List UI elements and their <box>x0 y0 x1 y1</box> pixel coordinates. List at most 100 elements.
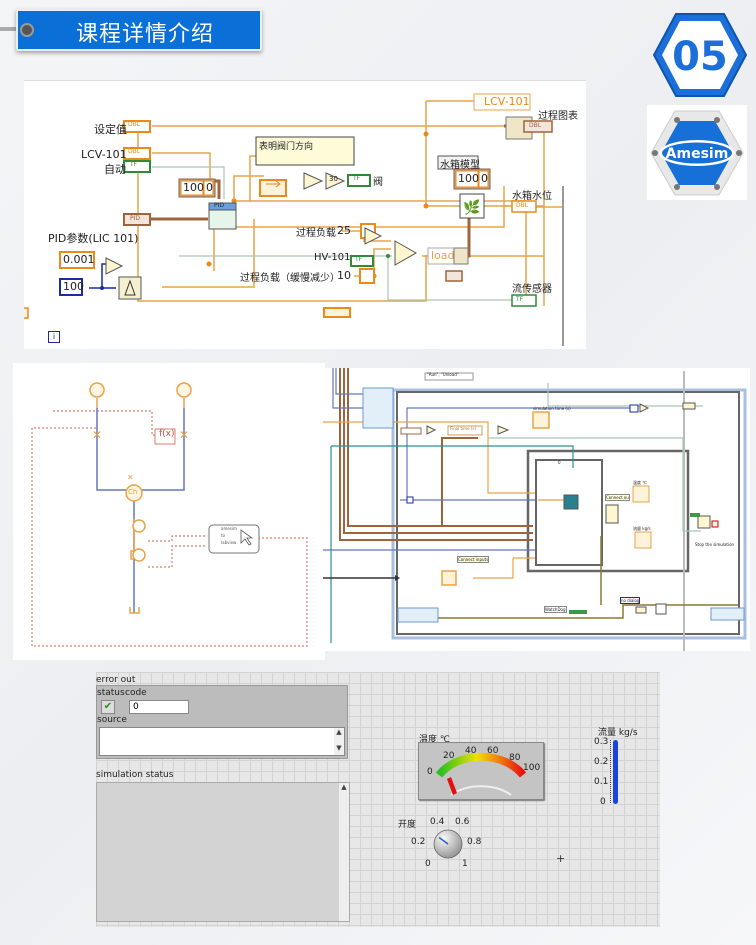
auto-type: TF <box>130 161 138 168</box>
status-label: status <box>97 688 125 698</box>
setpoint-type: DBL <box>128 121 141 128</box>
pid-params-type: PID <box>130 215 141 222</box>
tank-level-label: 水箱水位 <box>512 191 552 202</box>
source-field[interactable]: ▲▼ <box>99 727 345 756</box>
tank-level-type: DBL <box>516 202 529 209</box>
gauge-tick-20: 20 <box>443 751 455 761</box>
flow-tick-0: 0 <box>600 797 606 807</box>
flow-indicator-label: 流量 kg/s <box>633 526 651 531</box>
section-title: 课程详情介绍 <box>76 22 215 47</box>
const-0001[interactable]: 0.001 <box>63 253 95 266</box>
no-dialog-selector[interactable]: no dialog <box>620 597 641 604</box>
process-load-slow-label: 过程负载（缓慢减少） <box>240 273 340 284</box>
gauge-needle[interactable] <box>447 777 457 795</box>
error-out-label: error out <box>96 675 136 685</box>
knob-pointer <box>438 836 449 845</box>
array-const-1[interactable]: 0 <box>206 181 213 194</box>
svg-text:✕: ✕ <box>127 473 134 482</box>
auto-label: 自动 <box>104 163 126 176</box>
cosim-line-3: labview <box>221 540 237 545</box>
cosim-block-diagram: "Run", "Unload" simulation time (s) Fina… <box>323 368 750 651</box>
lcv-label: LCV-101 <box>81 148 127 161</box>
knob-label: 开度 <box>398 820 417 830</box>
valve-const: 30 <box>329 175 338 183</box>
section-number: 05 <box>672 34 728 80</box>
flow-sensor-label: 流传感器 <box>512 284 552 295</box>
lcv-local-variable[interactable]: LCV-101 <box>484 95 530 108</box>
temperature-gauge[interactable]: 0 20 40 60 80 100 <box>418 742 544 800</box>
flow-meter[interactable]: 0.3 0.2 0.1 0 <box>594 737 624 807</box>
simulation-status-field[interactable]: ▲ <box>96 782 350 922</box>
process-chart-type: DBL <box>529 122 542 129</box>
status-scrollbar[interactable]: ▲ <box>339 783 349 921</box>
case-selector[interactable]: "Run", "Unload" <box>427 372 459 377</box>
knob-tick-06: 0.6 <box>455 817 470 827</box>
status-check-icon: ✔ <box>101 700 115 714</box>
connect-outputs: Connect ou <box>605 494 630 501</box>
crosshair-cursor-icon: + <box>556 852 566 865</box>
source-scrollbar[interactable]: ▲▼ <box>334 728 344 755</box>
array-const-0[interactable]: 100 <box>183 181 204 194</box>
knob-tick-02: 0.2 <box>411 837 426 847</box>
watchdog-label: WatchDog <box>544 606 567 613</box>
code-field[interactable]: 0 <box>129 700 189 714</box>
load-node: load <box>431 249 455 262</box>
flow-track <box>613 740 618 804</box>
inner-case-selector[interactable]: 0 <box>558 460 561 465</box>
stop-simulation-label: Stop the simulation <box>695 542 735 547</box>
gauge-tick-40: 40 <box>465 746 477 756</box>
cosim-line-2: to <box>221 533 226 538</box>
flow-tick-03: 0.3 <box>594 737 609 747</box>
fx-block: f(x) <box>159 429 175 439</box>
simulation-status-label: simulation status <box>96 770 174 780</box>
svg-text:✕: ✕ <box>179 428 189 442</box>
pid-block-diagram: 🌿 设定值 DBL LCV-101 DBL 自动 TF 100 0 PID PI… <box>24 80 586 349</box>
comment-valve-direction: 表明阀门方向 <box>259 142 314 152</box>
flow-scale <box>610 740 612 803</box>
error-out-cluster: status code ✔ 0 source ▲▼ <box>96 685 348 759</box>
process-load-value[interactable]: 25 <box>337 224 351 237</box>
amesim-logo: Amesim <box>647 105 747 200</box>
svg-text:🌿: 🌿 <box>463 199 480 216</box>
source-label: source <box>97 715 127 725</box>
knob-tick-1: 1 <box>462 859 468 869</box>
setpoint-label: 设定值 <box>94 123 127 136</box>
temperature-gauge-label: 温度 ℃ <box>419 735 450 745</box>
knob-tick-0: 0 <box>425 859 431 869</box>
front-panel: error out status code ✔ 0 source ▲▼ simu… <box>96 672 660 927</box>
hv-type: TF <box>355 256 363 263</box>
hv-label: HV-101 <box>314 252 351 263</box>
temp-indicator-label: 温度 ℃ <box>633 480 647 485</box>
tank-array-0[interactable]: 100 <box>458 172 479 185</box>
logo-text: Amesim <box>666 146 729 162</box>
amesim-sketch-diagram: ✕ ✕ ✕ f(x) Ch amesim to labview <box>13 363 325 660</box>
code-label: code <box>125 688 147 698</box>
svg-text:✕: ✕ <box>92 428 102 442</box>
gauge-tick-60: 60 <box>487 746 499 756</box>
knob-tick-04: 0.4 <box>430 817 445 827</box>
opening-knob[interactable]: 0.4 0.6 0.2 0.8 0 1 <box>411 817 501 872</box>
knob-tick-08: 0.8 <box>467 837 482 847</box>
section-number-badge: 05 <box>652 12 748 98</box>
gauge-tick-100: 100 <box>523 763 541 773</box>
flow-fill <box>613 740 618 804</box>
flow-sensor-type: TF <box>516 296 524 303</box>
const-100[interactable]: 100 <box>63 280 84 293</box>
gauge-tick-80: 80 <box>509 753 521 763</box>
tag-string <box>0 27 26 31</box>
pid-params-label: PID参数(LIC 101) <box>48 232 139 245</box>
tag-hole-icon <box>20 23 34 37</box>
gauge-tick-0: 0 <box>427 767 433 777</box>
flow-meter-label: 流量 kg/s <box>598 728 638 738</box>
process-chart-label: 过程图表 <box>538 111 578 122</box>
final-time-label: Final time (s) <box>450 426 477 431</box>
process-load-label: 过程负载 <box>296 228 336 239</box>
connect-inputs: Connect inputs <box>457 556 490 563</box>
flow-tick-02: 0.2 <box>594 757 609 767</box>
ch-block: Ch <box>128 488 138 496</box>
process-load-slow-value[interactable]: 10 <box>337 269 351 282</box>
tank-array-1[interactable]: 0 <box>481 172 488 185</box>
section-title-tag: 课程详情介绍 <box>16 9 262 51</box>
sim-time-label: simulation time (s) <box>533 406 571 411</box>
valve-type: TF <box>353 175 361 182</box>
